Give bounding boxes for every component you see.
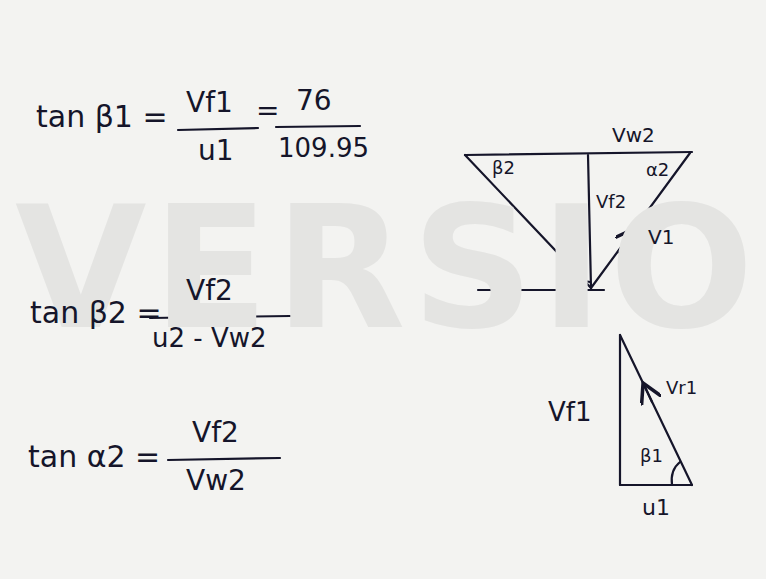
- watermark: VERSIO: [15, 175, 760, 362]
- velocity-label: Vr1: [666, 378, 697, 398]
- velocity-arrow: [644, 385, 652, 402]
- numerator: Vf1: [186, 88, 233, 119]
- numerator: 76: [296, 86, 332, 117]
- velocity-label: u1: [642, 496, 670, 520]
- velocity-label: Vf1: [548, 398, 591, 427]
- fraction-bar: [178, 128, 258, 130]
- equals-sign: =: [256, 96, 279, 127]
- fraction-bar: [168, 458, 280, 460]
- angle-label: α2: [646, 160, 669, 180]
- equation-lhs: tan β1 =: [36, 100, 168, 133]
- numerator: Vf2: [192, 418, 239, 449]
- denominator: u2 - Vw2: [152, 324, 267, 353]
- denominator: 109.95: [278, 134, 369, 163]
- velocity-label: V1: [648, 226, 674, 248]
- velocity-label: Vf2: [596, 192, 626, 212]
- numerator: Vf2: [186, 276, 233, 307]
- triangle-base: [620, 484, 692, 486]
- velocity-label: Vw2: [612, 124, 655, 146]
- equation-lhs: tan α2 =: [28, 440, 160, 473]
- angle-arc: [672, 462, 680, 485]
- angle-label: β2: [492, 158, 515, 178]
- fraction-bar: [276, 126, 360, 127]
- denominator: u1: [198, 136, 234, 167]
- equation-lhs: tan β2 =: [30, 296, 162, 329]
- denominator: Vw2: [186, 466, 246, 497]
- triangle-top: [465, 152, 692, 155]
- angle-label: β1: [640, 446, 663, 466]
